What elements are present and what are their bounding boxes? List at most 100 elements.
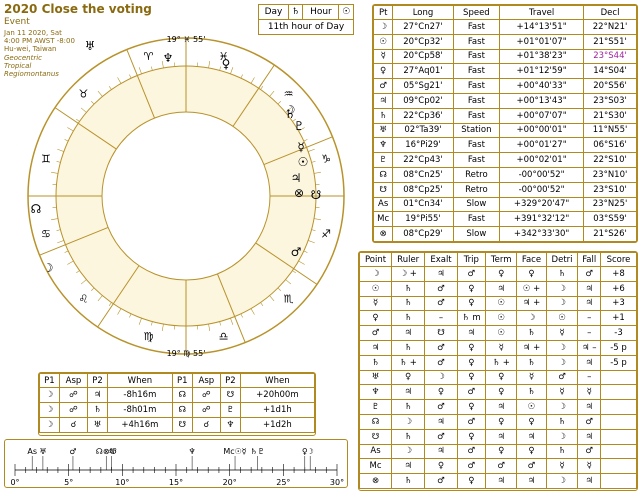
positions-row: ♀27°Aq01'Fast+01°12'59"14°S04' bbox=[372, 63, 637, 80]
ruler-planet-marker: ♅ bbox=[39, 447, 46, 456]
dignities-header-cell: Point bbox=[358, 252, 393, 267]
degree-tick bbox=[292, 118, 296, 122]
positions-cell-long: 05°Sg21' bbox=[392, 78, 454, 94]
dignities-cell: ♃ bbox=[577, 295, 601, 312]
sign-glyph: ♈ bbox=[144, 50, 154, 63]
positions-cell-speed: Retro bbox=[452, 181, 501, 198]
dignities-cell: ☿ bbox=[358, 295, 393, 312]
positions-cell-pt: ♆ bbox=[372, 137, 394, 154]
degree-tick bbox=[57, 240, 64, 244]
aspects-row: ☽☍♃-8h16m☊☍☋+20h00m bbox=[39, 387, 316, 403]
positions-cell-speed: Fast bbox=[452, 107, 501, 124]
positions-cell-pt: ♅ bbox=[372, 122, 394, 139]
dignities-cell: ☽ bbox=[545, 399, 579, 415]
positions-cell-pt: ☽ bbox=[372, 19, 394, 35]
dignities-cell: ☉ bbox=[485, 310, 518, 327]
degree-tick bbox=[292, 270, 296, 274]
degree-tick bbox=[269, 295, 275, 302]
dignities-cell: ☉ bbox=[516, 399, 547, 415]
degree-tick bbox=[303, 250, 308, 253]
dignities-cell: ☽ bbox=[545, 354, 579, 371]
dignities-header-cell: Term bbox=[485, 252, 518, 267]
dignities-header-cell: Ruler bbox=[391, 252, 426, 267]
positions-cell-decl: 21°S30' bbox=[583, 107, 637, 124]
planet-glyph: ☊ bbox=[31, 202, 42, 216]
dignities-cell: ♀ bbox=[516, 413, 547, 430]
dignities-cell: +8 bbox=[600, 266, 637, 282]
degree-tick bbox=[269, 90, 275, 97]
dignities-cell: ☽ bbox=[545, 280, 579, 297]
positions-cell-travel: +01°01'07" bbox=[499, 33, 585, 50]
aspects-header-cell: P2 bbox=[87, 373, 108, 388]
ruler-planet-marker: ♃ bbox=[108, 447, 115, 456]
positions-cell-long: 20°Cp58' bbox=[392, 48, 454, 65]
dignities-cell: ♃ – bbox=[577, 339, 601, 356]
dignities-cell: ♀ bbox=[456, 339, 487, 356]
dignities-cell: ♃ bbox=[456, 325, 487, 341]
degree-tick bbox=[240, 74, 243, 79]
degree-tick bbox=[51, 218, 59, 221]
positions-row: ♄22°Cp36'Fast+00°07'07"21°S30' bbox=[372, 107, 637, 124]
positions-header-cell: Long bbox=[392, 5, 454, 20]
positions-row: ☊08°Cn25'Retro-00°00'52"23°N10' bbox=[372, 166, 637, 183]
ruler-tick-label: 30° bbox=[330, 478, 344, 487]
positions-cell-decl: 20°S56' bbox=[583, 78, 637, 94]
positions-cell-pt: ☉ bbox=[372, 33, 394, 50]
planet-glyph: ☋ bbox=[311, 188, 322, 202]
dignities-cell: ♄ bbox=[516, 384, 547, 401]
planet-glyph: ♅ bbox=[85, 39, 96, 53]
degree-tick bbox=[260, 86, 264, 90]
aspects-cell: ☋ bbox=[220, 387, 241, 403]
degree-tick bbox=[51, 171, 59, 174]
dignities-cell: ♂ bbox=[545, 369, 579, 386]
dignities-cell: ☽ bbox=[545, 473, 579, 489]
degree-tick bbox=[108, 86, 112, 90]
positions-cell-pt: ♀ bbox=[372, 63, 394, 80]
positions-cell-decl: 23°S10' bbox=[583, 181, 637, 198]
degree-tick bbox=[250, 308, 255, 315]
chart-title: 2020 Close the voting bbox=[4, 2, 152, 16]
dignities-cell: ♃ bbox=[577, 354, 601, 371]
location-line: Hu-wei, Taiwan bbox=[4, 45, 57, 53]
dignities-cell: ♃ bbox=[485, 428, 518, 445]
sign-glyph: ♎ bbox=[219, 330, 229, 343]
aspects-cell: -8h16m bbox=[106, 387, 173, 403]
degree-tick bbox=[138, 67, 142, 74]
house-cusp-line bbox=[232, 64, 275, 127]
positions-cell-pt: ☋ bbox=[372, 181, 394, 198]
positions-cell-decl: 22°S10' bbox=[583, 152, 637, 168]
dignities-cell: ♂ bbox=[358, 325, 393, 341]
aspects-header-cell: When bbox=[239, 373, 316, 388]
planet-glyph: ♂ bbox=[291, 245, 302, 259]
dignities-cell: +1 bbox=[600, 310, 637, 327]
aspects-cell: ☽ bbox=[39, 417, 60, 433]
positions-cell-speed: Fast bbox=[452, 92, 501, 109]
dignities-cell: ♀ bbox=[485, 384, 518, 401]
dignities-cell: ☿ bbox=[485, 339, 518, 356]
dignities-cell: ♄ bbox=[545, 413, 579, 430]
aspects-cell: +20h00m bbox=[239, 387, 316, 403]
degree-tick bbox=[230, 318, 234, 325]
dignities-cell: ♂ bbox=[456, 458, 487, 475]
positions-cell-pt: ♇ bbox=[372, 152, 394, 168]
dignities-cell: ☉ bbox=[545, 310, 579, 327]
degree-tick bbox=[91, 287, 95, 291]
degree-tick bbox=[308, 240, 315, 244]
positions-cell-decl: 23°N25' bbox=[583, 196, 637, 213]
positions-row: ♂05°Sg21'Fast+00°40'33"20°S56' bbox=[372, 78, 637, 94]
degree-tick bbox=[240, 313, 243, 318]
positions-cell-pt: ♄ bbox=[372, 107, 394, 124]
dignities-cell: +3 bbox=[600, 295, 637, 312]
planet-glyph: ♃ bbox=[291, 171, 302, 185]
degree-tick bbox=[298, 260, 305, 265]
dignities-row: ♇♄♂♀♃☉☽♃ bbox=[358, 399, 637, 415]
aspects-row: ☽☌♅+4h16m☋☌♆+1d2h bbox=[39, 417, 316, 433]
dignities-cell: ♀ bbox=[485, 266, 518, 282]
positions-cell-speed: Slow bbox=[452, 196, 501, 213]
degree-tick bbox=[64, 139, 69, 142]
dignities-cell: ☽ bbox=[358, 266, 393, 282]
dignities-row: ☋♄♂♀♃♃☽♃ bbox=[358, 428, 637, 445]
